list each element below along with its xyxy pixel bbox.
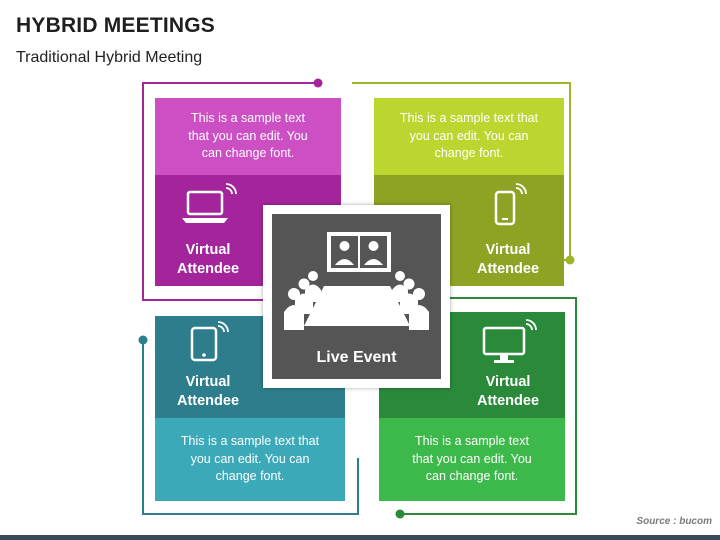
live-event-card: Live Event [263,205,450,388]
sample-text-bottom-left: This is a sample text that you can edit.… [155,418,345,501]
laptop-wifi-icon [182,183,237,223]
sample-text-bottom-right: This is a sample text that you can edit.… [379,418,565,501]
tablet-wifi-icon [190,321,229,362]
connector-dot-bottom-left [138,335,148,345]
connector-dot-bottom-right [395,509,405,519]
connector-line-bottom-right [400,297,577,515]
connector-dot-top-right [565,255,575,265]
attendee-label-top-left: Virtual Attendee [176,242,240,277]
live-event-label: Live Event [316,349,397,366]
attendee-label-bottom-right: Virtual Attendee [476,374,540,409]
connector-dot-top-left [313,78,323,88]
source-credit: Source : bucom [636,516,712,527]
live-event-panel: Live Event [272,214,441,379]
attendee-label-top-right: Virtual Attendee [476,242,540,277]
page-title: HYBRID MEETINGS [16,14,216,37]
monitor-wifi-icon [482,319,537,363]
connector-line-top-right [352,82,571,261]
footer-bar [0,535,720,540]
sample-text-top-left: This is a sample text that you can edit.… [155,98,341,175]
connector-line-bottom-left [142,340,359,515]
connector-line-top-left [142,82,318,301]
attendee-label-bottom-left: Virtual Attendee [176,374,240,409]
smartphone-wifi-icon [494,183,527,226]
conference-room-icon [284,232,429,330]
page-subtitle: Traditional Hybrid Meeting [16,49,203,66]
sample-text-top-right: This is a sample text that you can edit.… [374,98,564,175]
